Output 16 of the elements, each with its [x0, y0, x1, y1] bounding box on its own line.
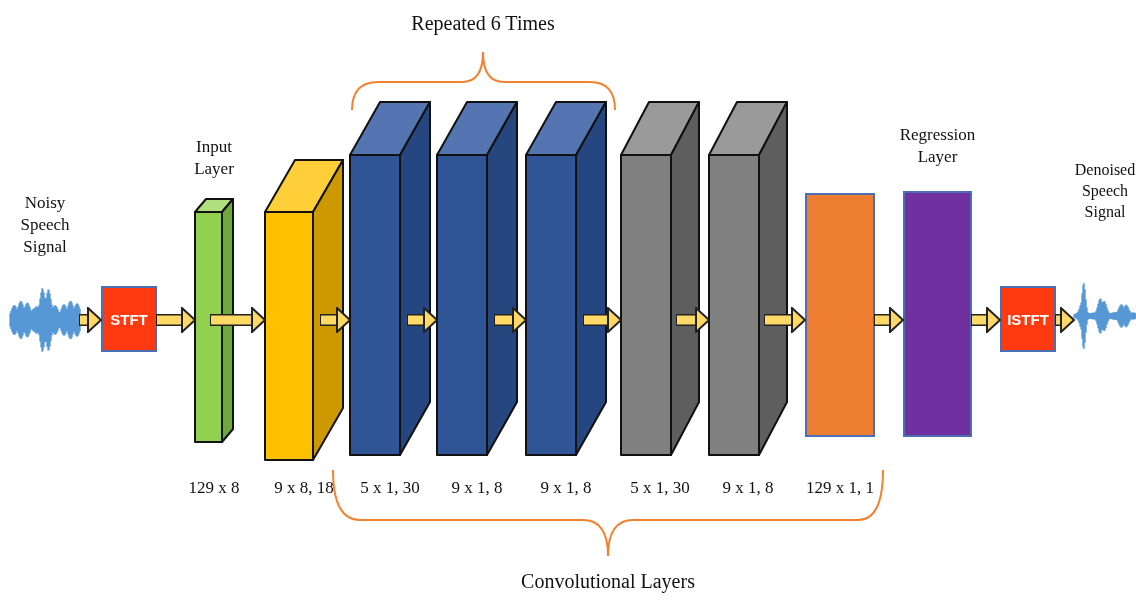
dimension-label: 5 x 1, 30 [629, 478, 691, 498]
annotation-label: Convolutional Layers [520, 570, 696, 593]
dimension-label: 129 x 8 [187, 478, 241, 498]
node-label: Noisy Speech Signal [19, 192, 71, 259]
node-label: Denoised Speech Signal [1074, 160, 1136, 223]
dimension-label: 5 x 1, 30 [359, 478, 421, 498]
dimension-label: 9 x 8, 18 [273, 478, 335, 498]
node-label: Regression Layer [898, 124, 977, 169]
node-label: Input Layer [193, 136, 235, 181]
dimension-label: 9 x 1, 8 [450, 478, 504, 498]
transform-box: ISTFT [1000, 286, 1056, 352]
annotation-label: Repeated 6 Times [410, 12, 556, 35]
transform-box: STFT [101, 286, 157, 352]
dimension-label: 9 x 1, 8 [539, 478, 593, 498]
dimension-label: 129 x 1, 1 [805, 478, 875, 498]
dimension-label: 9 x 1, 8 [721, 478, 775, 498]
